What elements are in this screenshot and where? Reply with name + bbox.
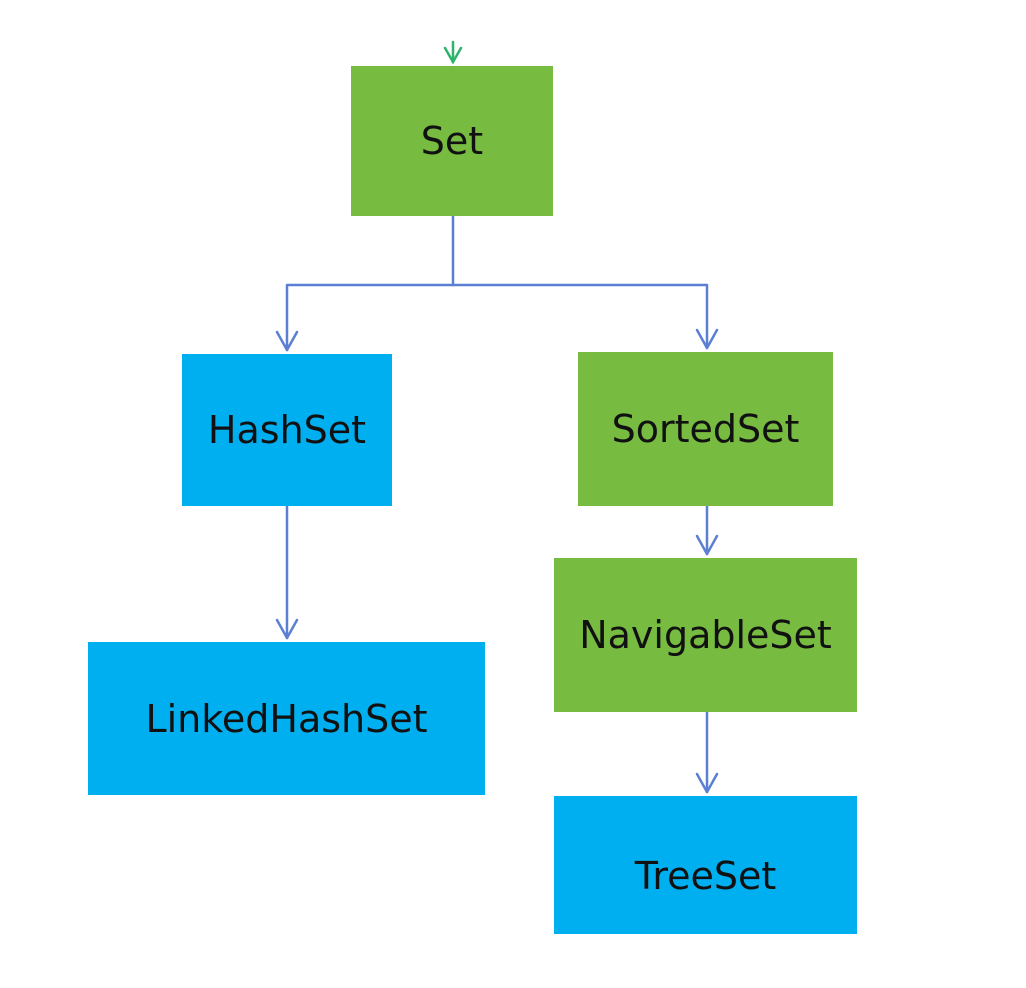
connector-navigableset-treeset (695, 710, 719, 794)
arrowhead-to-sortedset (695, 328, 719, 350)
node-set: Set (351, 66, 553, 216)
node-sortedset-label: SortedSet (611, 407, 800, 451)
node-linkedhashset: LinkedHashSet (88, 642, 485, 795)
node-sortedset: SortedSet (578, 352, 833, 506)
entry-arrow (443, 40, 463, 65)
node-hashset: HashSet (182, 354, 392, 506)
arrowhead-to-hashset (275, 330, 299, 352)
node-navigableset: NavigableSet (554, 558, 857, 712)
node-linkedhashset-label: LinkedHashSet (145, 696, 428, 741)
connector-hashset-linkedhashset (275, 504, 299, 640)
node-navigableset-label: NavigableSet (579, 613, 832, 657)
node-treeset: TreeSet (554, 796, 857, 934)
connector-sortedset-navigableset (695, 504, 719, 556)
connector-set-branch (285, 214, 709, 352)
node-treeset-label: TreeSet (634, 854, 777, 898)
node-hashset-label: HashSet (207, 408, 367, 452)
node-set-label: Set (420, 119, 484, 163)
